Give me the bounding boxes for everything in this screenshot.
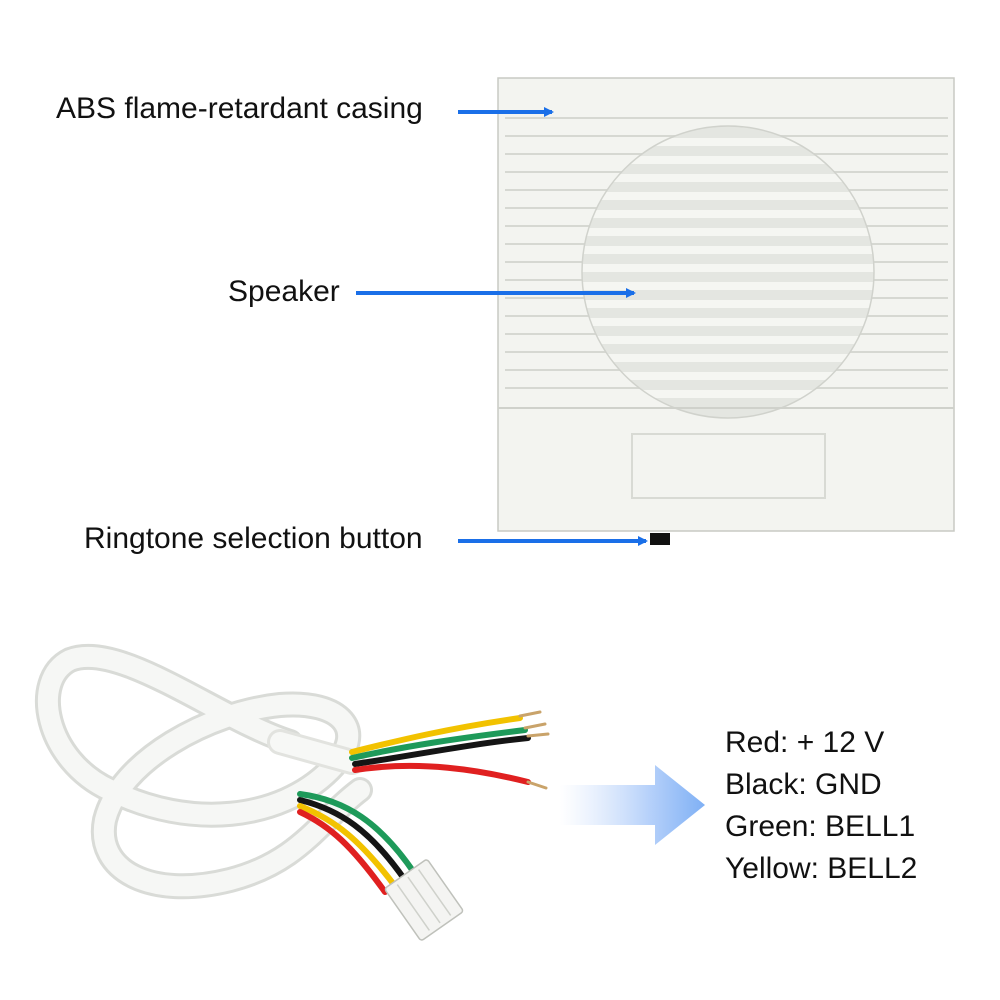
cable-harness [35,643,550,900]
wiring-legend: Red: + 12 V Black: GND Green: BELL1 Yell… [725,722,917,890]
casing-callout-label: ABS flame-retardant casing [56,92,423,125]
legend-black: Black: GND [725,768,882,801]
legend-red: Red: + 12 V [725,726,885,759]
speaker-grille [582,126,874,418]
button-callout-label: Ringtone selection button [84,522,423,555]
doorbell-casing [497,77,955,545]
ringtone-button-graphic [650,533,670,545]
legend-yellow: Yellow: BELL2 [725,852,918,885]
legend-green: Green: BELL1 [725,810,916,843]
wire-connector [384,859,464,941]
legend-arrow [560,765,705,845]
speaker-callout-label: Speaker [228,275,340,308]
